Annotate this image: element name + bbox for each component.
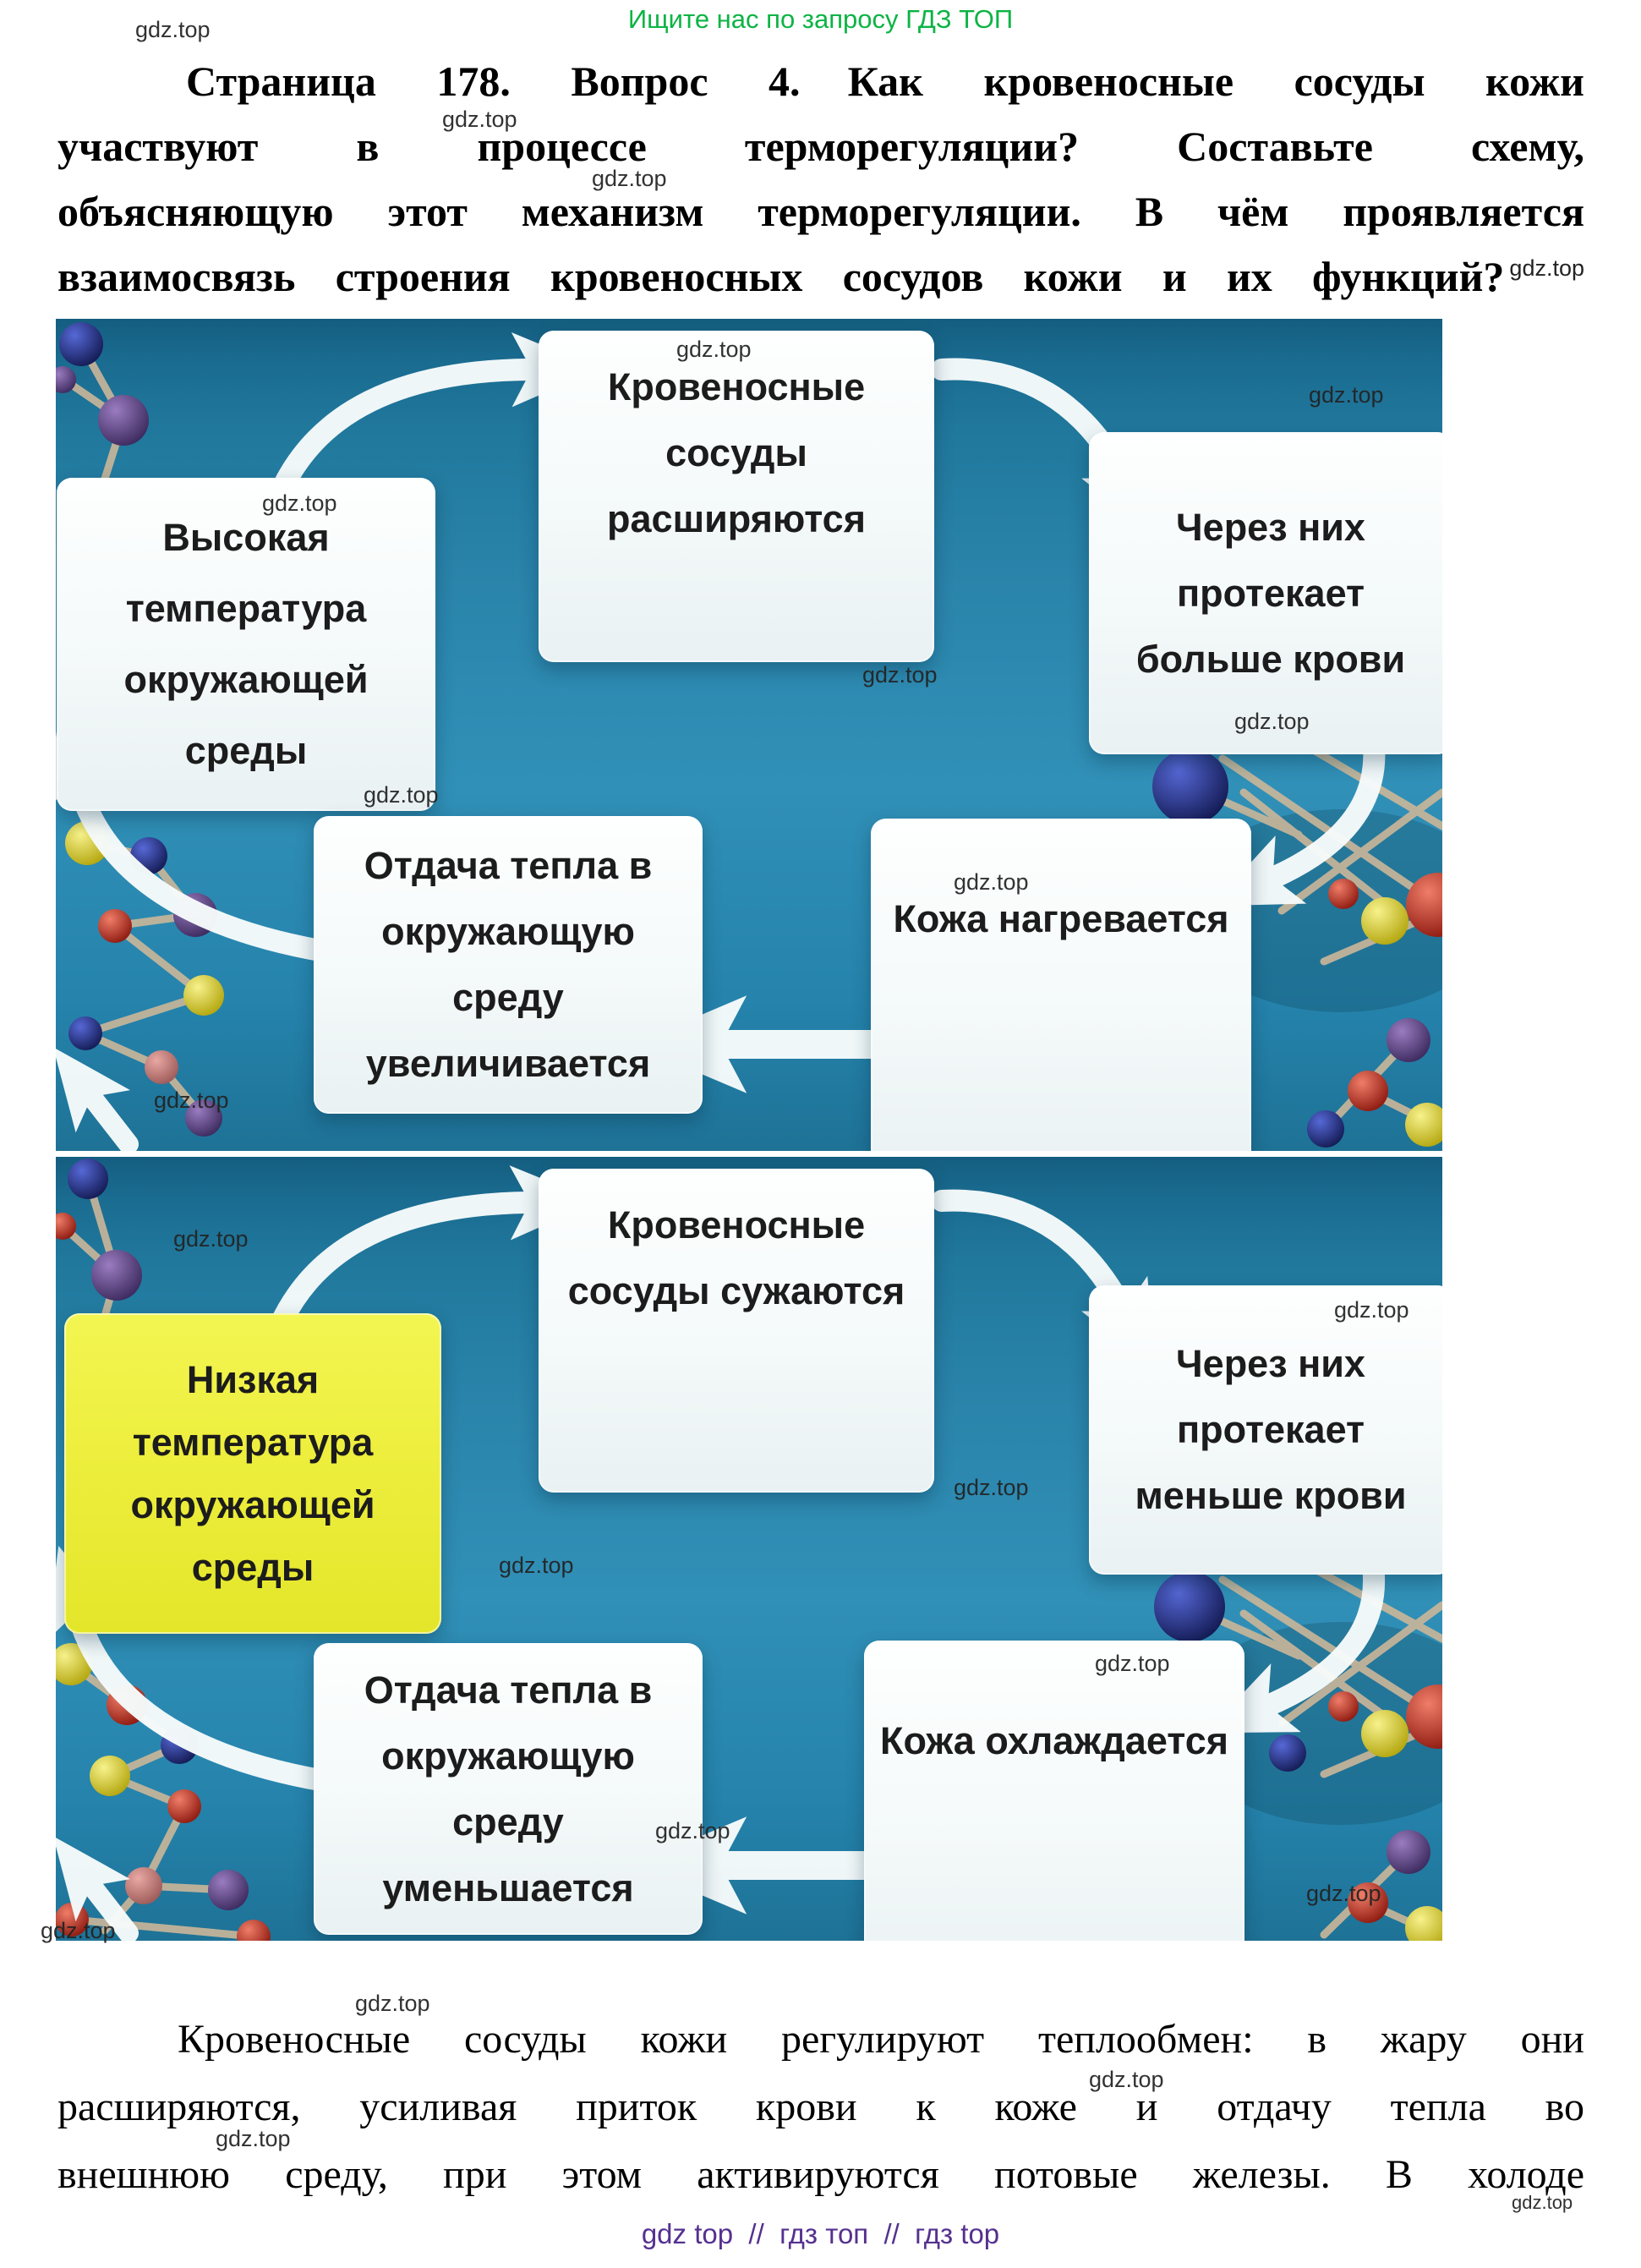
box-skin-cools-label: Кожа охлаждается — [879, 1719, 1228, 1762]
box-more-blood: Через них протекает больше крови — [1089, 432, 1442, 754]
box-heat-release-increases: Отдача тепла в окружающую среду увеличив… — [314, 816, 703, 1114]
page-question-label: Страница 178. Вопрос 4. — [186, 58, 801, 105]
box-vessels-expand-label: Кровеносные сосуды расширяются — [607, 365, 866, 540]
watermark: gdz.top — [1309, 382, 1384, 408]
watermark: gdz.top — [499, 1553, 574, 1578]
watermark: gdz.top — [862, 662, 938, 688]
watermark: gdz.top — [216, 2126, 291, 2151]
watermark: gdz.top — [1095, 1651, 1170, 1676]
watermark: gdz.top — [954, 1475, 1029, 1500]
watermark: gdz.top — [262, 490, 337, 516]
box-more-blood-label: Через них протекает больше крови — [1135, 505, 1406, 681]
arrow-fragment — [56, 1836, 139, 1941]
watermark: gdz.top — [655, 1818, 730, 1843]
watermark: gdz.top — [442, 107, 517, 132]
answer-block: Кровеносные сосуды кожи регулируют тепло… — [57, 2006, 1584, 2209]
site-footer: gdz top // гдз топ // гдз top — [641, 2218, 1000, 2249]
answer-line-3: внешнюю среду, при этом активируются пот… — [57, 2152, 1584, 2197]
box-less-blood: Через них протекает меньше крови — [1089, 1285, 1442, 1575]
watermark: gdz.top — [954, 869, 1029, 895]
box-heat-release-decreases-label: Отдача тепла в окружающую среду уменьшае… — [364, 1668, 653, 1909]
watermark: gdz.top — [1306, 1881, 1381, 1906]
box-vessels-expand: Кровеносные сосуды расширяются — [539, 331, 934, 662]
box-less-blood-label: Через них протекает меньше крови — [1135, 1342, 1407, 1517]
watermark: gdz.top — [154, 1087, 229, 1113]
diagram-cold-thermoregulation: Низкая температура окружающей среды Кров… — [56, 1157, 1442, 1941]
answer-line-1: Кровеносные сосуды кожи регулируют тепло… — [178, 2017, 1584, 2062]
arrow-heat-to-trigger — [56, 714, 336, 962]
box-high-temperature: Высокая температура окружающей среды — [57, 478, 435, 811]
question-line-4: взаимосвязь строения кровеносных сосудов… — [57, 244, 1584, 310]
watermark: gdz.top — [355, 1991, 430, 2016]
box-skin-cools: Кожа охлаждается — [864, 1641, 1244, 1941]
watermark: gdz.top — [1089, 2067, 1164, 2092]
watermark: gdz.top — [1234, 709, 1310, 734]
watermark: gdz.top — [135, 17, 211, 42]
watermark: gdz.top — [41, 1918, 116, 1943]
watermark: gdz.top — [1509, 255, 1584, 282]
arrow-fragment — [56, 1047, 139, 1151]
question-line-1-text: Как кровеносные сосуды кожи — [847, 58, 1584, 105]
box-skin-warms: Кожа нагревается — [871, 819, 1251, 1151]
watermark: gdz.top — [676, 337, 752, 362]
box-low-temperature: Низкая температура окружающей среды — [64, 1313, 441, 1634]
search-promo-banner: Ищите нас по запросу ГДЗ ТОП — [627, 4, 1014, 34]
box-vessels-narrow-label: Кровеносные сосуды сужаются — [567, 1203, 905, 1312]
question-line-2: участвуют в процессе терморегуляции? Сос… — [57, 123, 1584, 170]
box-heat-release-increases-label: Отдача тепла в окружающую среду увеличив… — [364, 844, 653, 1085]
watermark: gdz.top — [1512, 2192, 1573, 2213]
diagram-cold-decoration — [56, 1159, 1442, 1941]
watermark: gdz.top — [592, 166, 667, 191]
watermark: gdz.top — [364, 782, 439, 808]
question-block: Страница 178. Вопрос 4. Как кровеносные с… — [57, 49, 1584, 310]
box-vessels-narrow: Кровеносные сосуды сужаются — [539, 1169, 934, 1493]
box-heat-release-decreases: Отдача тепла в окружающую среду уменьшае… — [314, 1643, 703, 1935]
question-line-3: объясняющую этот механизм терморегуляции… — [57, 188, 1584, 235]
diagram-hot-thermoregulation: Высокая температура окружающей среды Кро… — [56, 319, 1442, 1151]
arrow-heat-to-trigger — [56, 1545, 336, 1792]
question-line-4-text: взаимосвязь строения кровеносных сосудов… — [57, 253, 1505, 300]
watermark: gdz.top — [1334, 1297, 1409, 1323]
box-high-temperature-label: Высокая температура окружающей среды — [123, 516, 369, 772]
answer-line-2: расширяются, усиливая приток крови к кож… — [57, 2084, 1584, 2129]
question-line-1: Страница 178. Вопрос 4. Как кровеносные с… — [57, 49, 1584, 114]
box-low-temperature-label: Низкая температура окружающей среды — [130, 1357, 375, 1589]
box-skin-warms-label: Кожа нагревается — [893, 897, 1229, 940]
arrow-vessels-to-flow — [931, 1189, 1157, 1372]
watermark: gdz.top — [173, 1226, 249, 1252]
